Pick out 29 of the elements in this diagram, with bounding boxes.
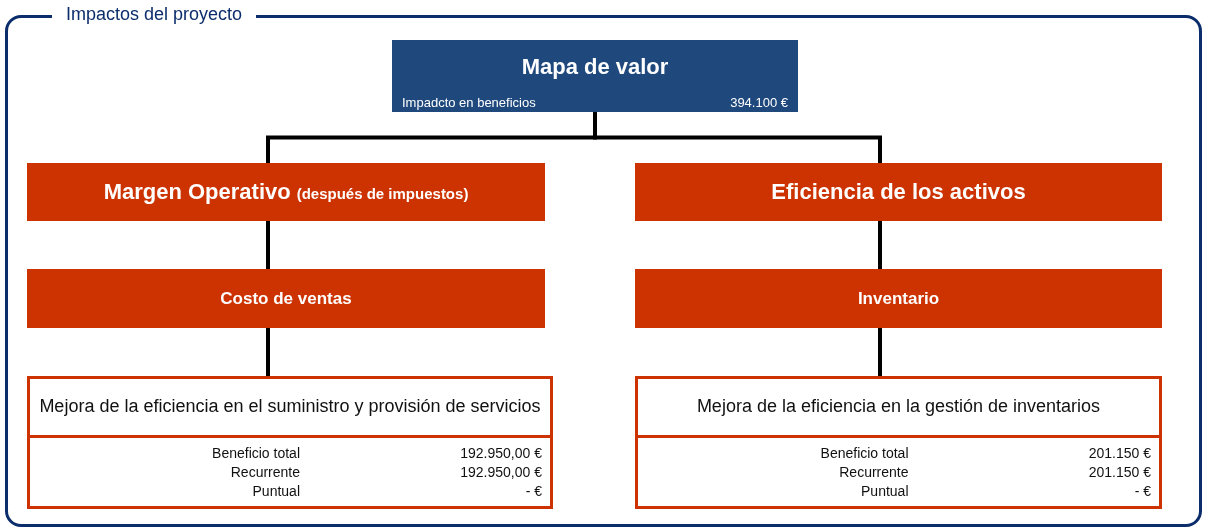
- box-title: Inventario: [857, 288, 940, 309]
- category-box: [27, 163, 545, 221]
- row-label: Impadcto en beneficios: [402, 95, 536, 110]
- connector-line: [593, 112, 882, 163]
- category-box: [635, 163, 1162, 221]
- frame-title: Impactos del proyecto: [52, 4, 257, 25]
- subcategory-box: [27, 269, 545, 328]
- box-title: Eficiencia de los activos: [771, 179, 1026, 205]
- connector-line: [266, 221, 270, 269]
- connector-line: [878, 328, 882, 376]
- subcategory-box: [635, 269, 1162, 328]
- connector-line: [878, 221, 882, 269]
- value-map-box: [392, 40, 798, 112]
- row-label: Recurrente: [229, 464, 300, 480]
- box-subtitle: (después de impuestos): [296, 185, 469, 202]
- connector-line: [266, 328, 270, 376]
- box-title: Mapa de valor: [521, 54, 669, 80]
- row-label: Beneficio total: [819, 445, 909, 461]
- initiative-title: Mejora de la eficiencia en el suministro y provisión de servicios: [30, 379, 550, 438]
- box-title: Margen Operativo: [103, 179, 291, 205]
- row-label: Beneficio total: [211, 445, 300, 461]
- row-label: Puntual: [251, 483, 300, 499]
- initiative-title: Mejora de la eficiencia en la gestión de inventarios: [638, 379, 1159, 438]
- amount: 394.100 €: [730, 95, 788, 110]
- row-label: Puntual: [860, 483, 909, 499]
- box-title: Costo de ventas: [220, 288, 352, 309]
- initiative-table: [27, 376, 553, 509]
- initiative-table: [635, 376, 1162, 509]
- row-label: Recurrente: [838, 464, 909, 480]
